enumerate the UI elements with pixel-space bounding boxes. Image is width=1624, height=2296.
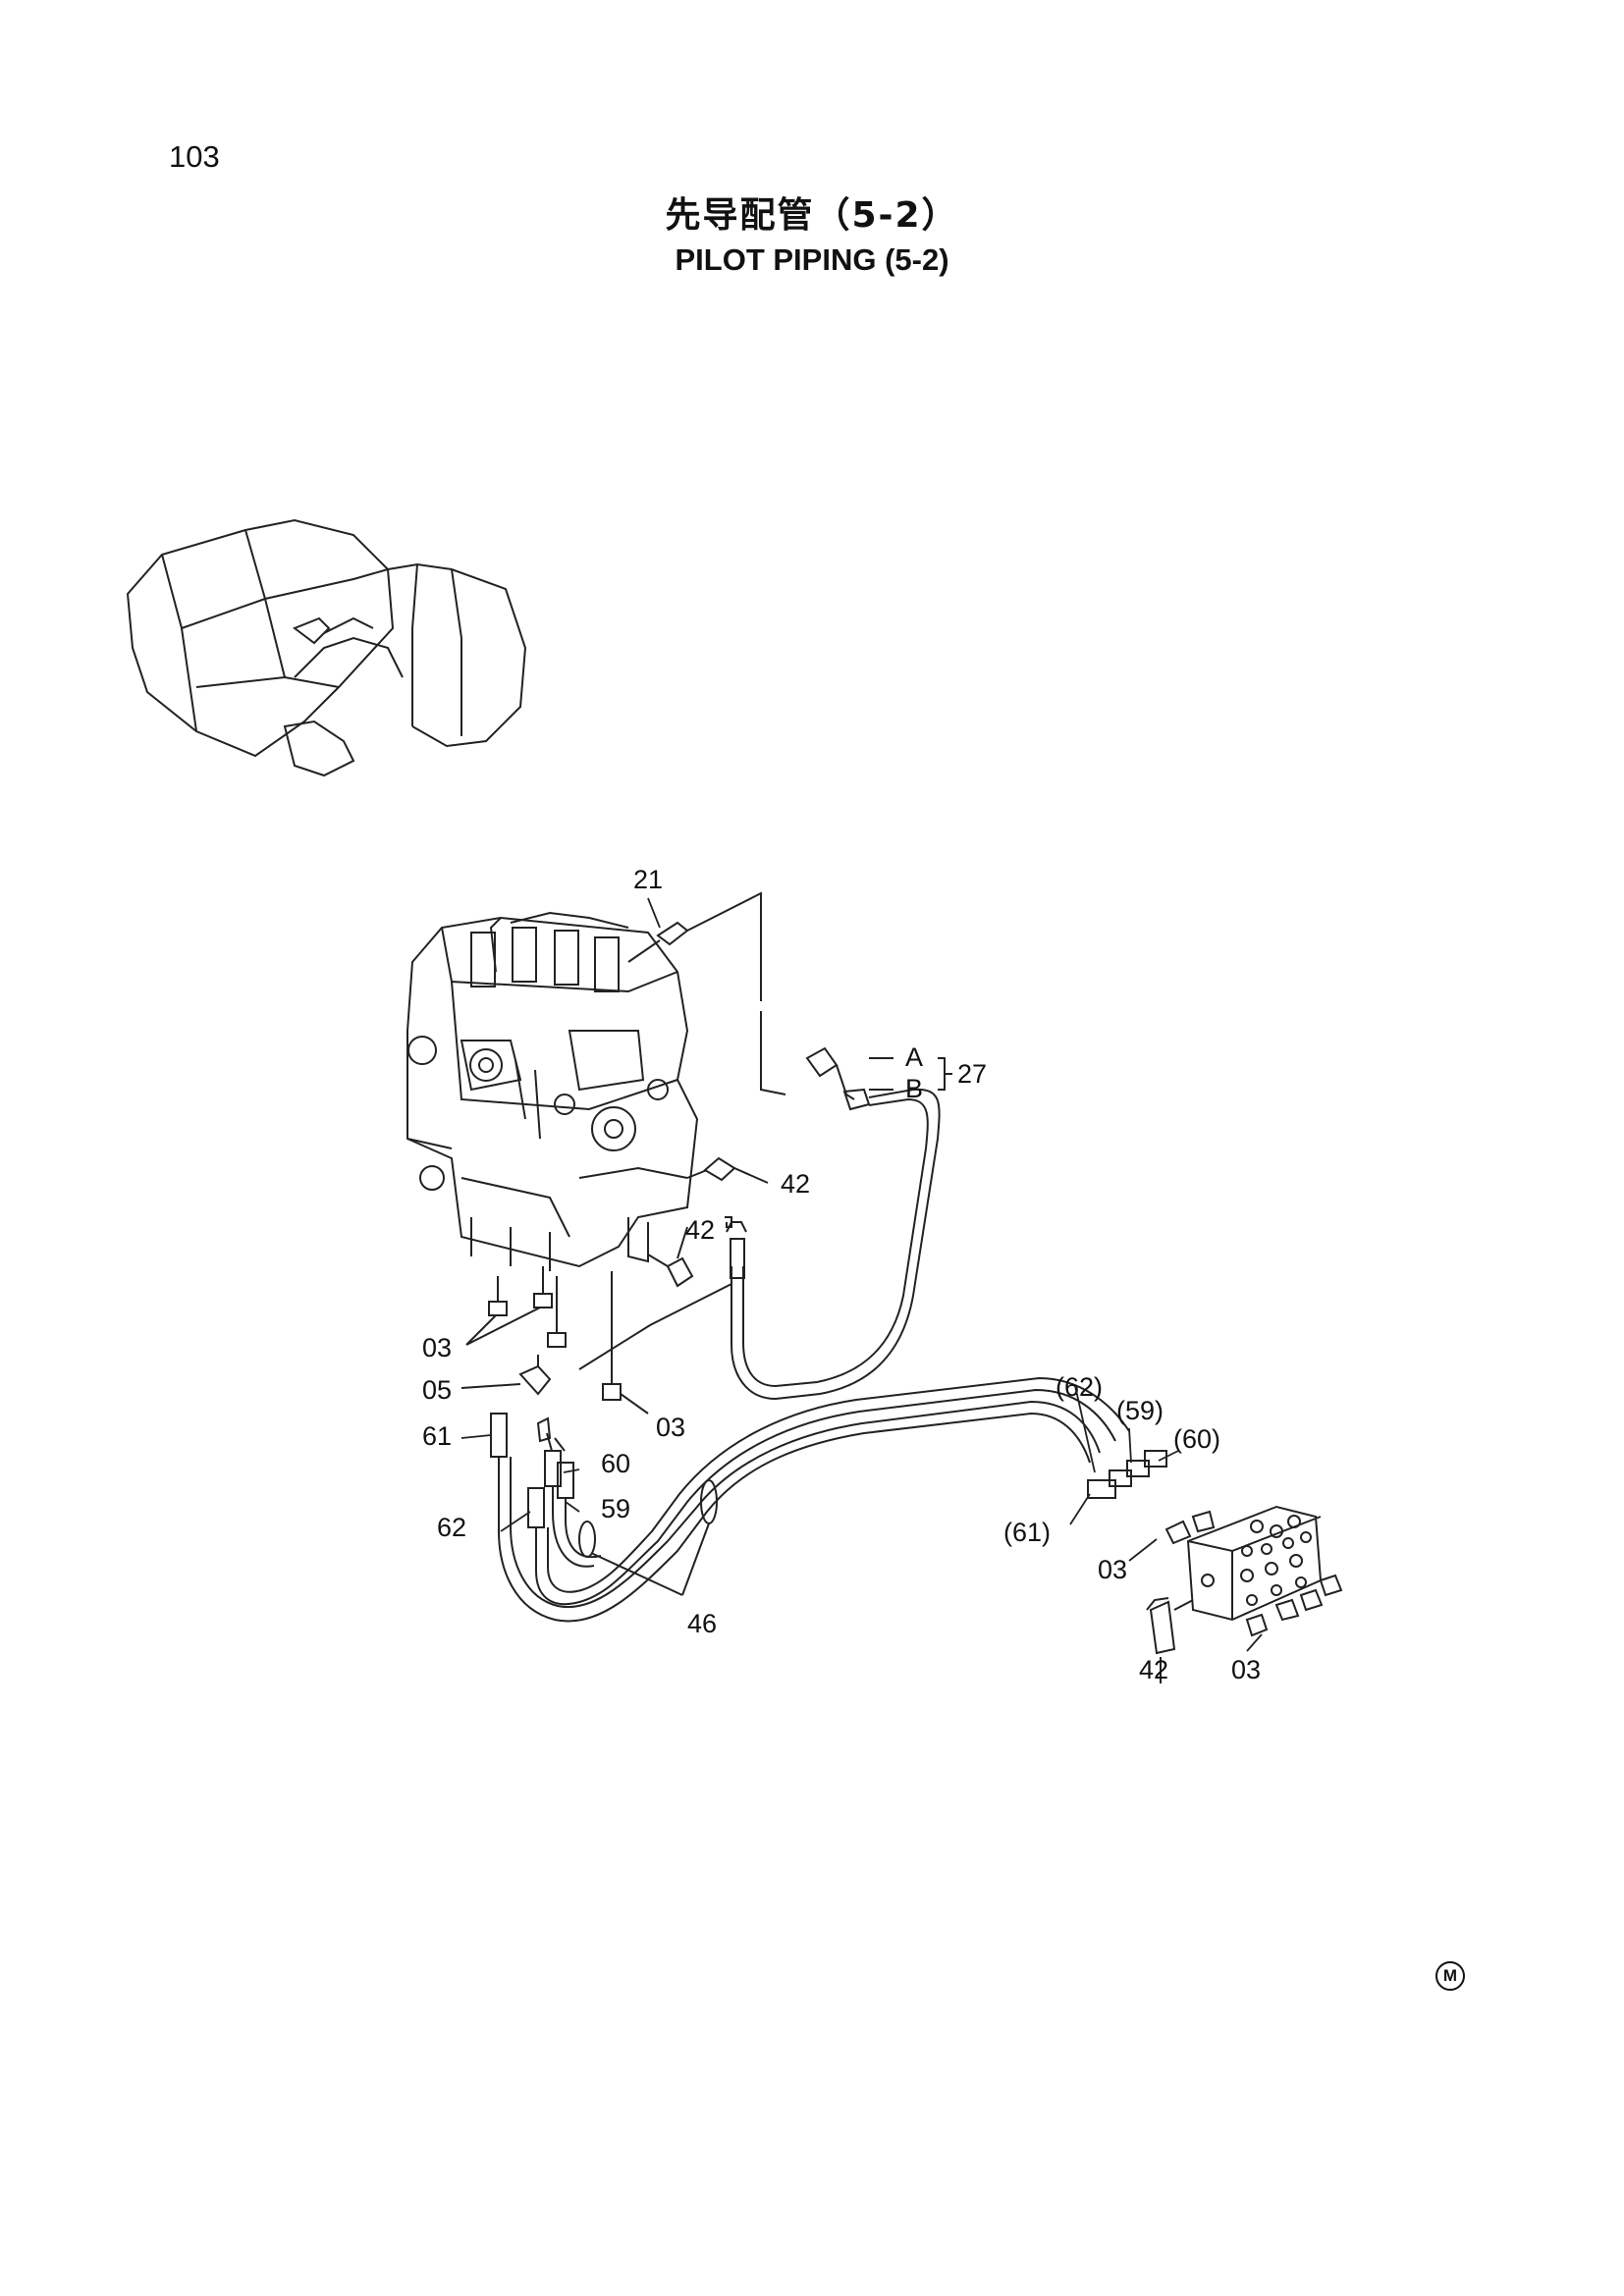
callout-03-right: 03 [1098, 1555, 1127, 1584]
title-english: PILOT PIPING (5-2) [675, 242, 949, 277]
callout-60: 60 [601, 1449, 630, 1478]
pilot-valve-block [1164, 1505, 1343, 1637]
callout-a: A [905, 1042, 923, 1072]
callout-62-ref: (62) [1056, 1372, 1103, 1402]
callout-62: 62 [437, 1513, 466, 1542]
callout-03-center: 03 [656, 1413, 685, 1442]
callout-05: 05 [422, 1375, 452, 1405]
callout-42-upper: 42 [781, 1169, 810, 1199]
pipe-bundle [490, 1376, 1167, 1623]
callout-61: 61 [422, 1421, 452, 1451]
fittings-03 [465, 1266, 732, 1415]
callout-42-lower: 42 [1139, 1655, 1168, 1684]
hose-27 [725, 1046, 952, 1401]
control-valve [406, 911, 699, 1271]
callout-46: 46 [687, 1609, 717, 1638]
callout-61-ref: (61) [1003, 1518, 1051, 1547]
callout-03-bottom: 03 [1231, 1655, 1261, 1684]
callout-60-ref: (60) [1173, 1424, 1220, 1454]
callout-b: B [905, 1074, 923, 1103]
fitting-05 [460, 1355, 552, 1396]
callout-27: 27 [957, 1059, 987, 1089]
fitting-42 [647, 1156, 1194, 1683]
callout-59: 59 [601, 1494, 630, 1523]
callout-42-middle: 42 [685, 1215, 715, 1245]
title-chinese: 先导配管（5-2） [665, 195, 959, 236]
leader-lines [460, 897, 1263, 1652]
page-number: 103 [169, 139, 220, 174]
excavator-thumbnail [126, 518, 527, 777]
fitting-21 [627, 891, 786, 1095]
callout-03-left: 03 [422, 1333, 452, 1362]
callout-labels: 21 A B 27 42 42 03 05 03 61 60 59 62 46 … [422, 865, 1261, 1684]
trademark-m-symbol: M [1435, 1961, 1465, 1991]
callout-21: 21 [633, 865, 663, 894]
callout-59-ref: (59) [1116, 1396, 1164, 1425]
